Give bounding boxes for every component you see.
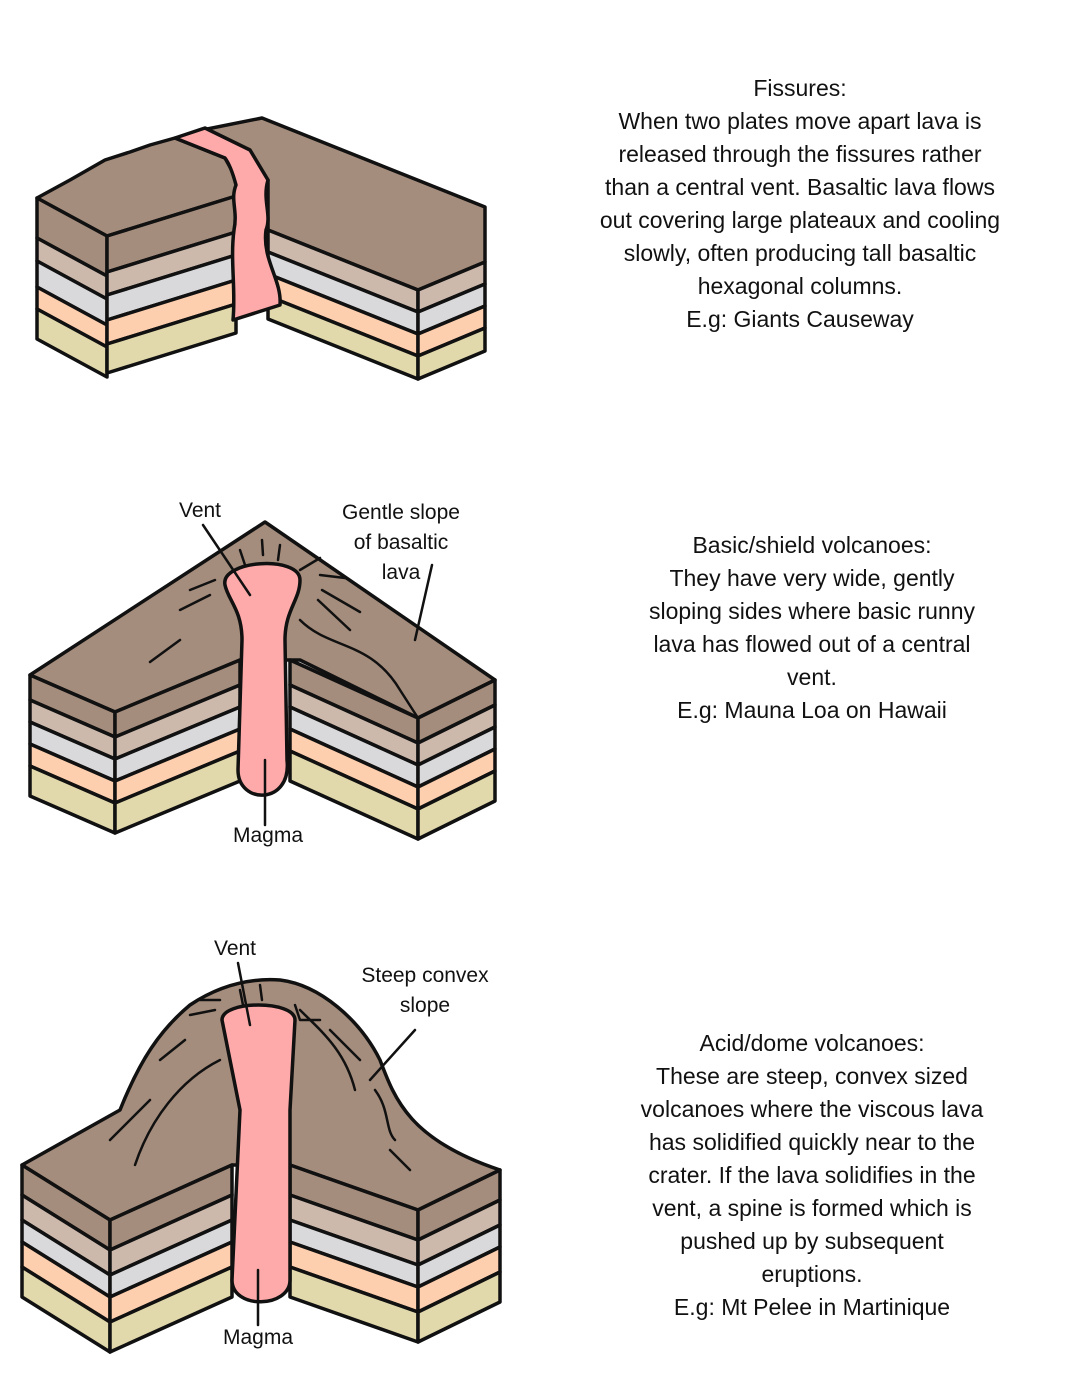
label-leader-line [201,523,434,827]
slope-label-line2: of basaltic [354,531,449,554]
magma-label: Magma [233,824,303,847]
fissures-description: Fissures: When two plates move apart lav… [600,72,1000,336]
slope-lines [148,538,362,664]
rock-layer-khaki [416,769,497,841]
text-line: vent, a spine is formed which is [652,1195,972,1221]
heading: Basic/shield volcanoes: [692,532,932,558]
text-line: than a central vent. Basaltic lava flows [605,174,995,200]
text-line: released through the fissures rather [618,141,982,167]
slope-label-line1: Steep convex [361,964,489,987]
rock-layer-khaki [416,326,487,381]
example: E.g: Mauna Loa on Hawaii [677,697,947,723]
slope-label-line3: lava [382,561,421,584]
rock-layer-khaki [416,1270,502,1344]
shield-description: Basic/shield volcanoes: They have very w… [649,529,975,727]
vent-label: Vent [214,937,256,960]
dome-description: Acid/dome volcanoes: These are steep, co… [641,1027,984,1324]
example: E.g: Mt Pelee in Martinique [673,1294,951,1320]
rock-layer-khaki [105,302,238,375]
text-line: pushed up by subsequent [680,1228,944,1254]
text-line: out covering large plateaux and cooling [599,207,1001,233]
text-line: has solidified quickly near to the [648,1129,976,1155]
label-leader-line [236,961,417,1327]
example: E.g: Giants Causeway [686,306,914,332]
heading: Fissures: [753,75,847,101]
text-line: slowly, often producing tall basaltic [623,240,977,266]
magma-fissure [173,126,282,322]
magma-label: Magma [223,1326,293,1349]
vent-label: Vent [179,499,221,522]
magma-vent [220,1003,297,1304]
text-line: lava has flowed out of a central [653,631,971,657]
text-line: volcanoes where the viscous lava [640,1096,984,1122]
slope-lines [108,983,412,1172]
text-line: hexagonal columns. [697,273,903,299]
text-line: sloping sides where basic runny [648,598,976,624]
heading: Acid/dome volcanoes: [699,1030,925,1056]
magma-vent [223,561,302,797]
slope-label-line2: slope [400,994,450,1017]
rock-layer-khaki [35,307,109,379]
text-line: crater. If the lava solidifies in the [648,1162,976,1188]
text-line: eruptions. [761,1261,863,1287]
lava-flow-edge [298,618,420,720]
text-line: These are steep, convex sized [656,1063,968,1089]
text-line: They have very wide, gently [669,565,955,591]
dome-volcano-diagram [20,961,502,1354]
slope-label-line1: Gentle slope [342,501,460,524]
text-line: vent. [787,664,837,690]
text-line: When two plates move apart lava is [618,108,982,134]
rock-layer-khaki [108,1265,234,1354]
fissure-diagram [35,116,487,381]
shield-volcano-diagram [28,520,497,841]
